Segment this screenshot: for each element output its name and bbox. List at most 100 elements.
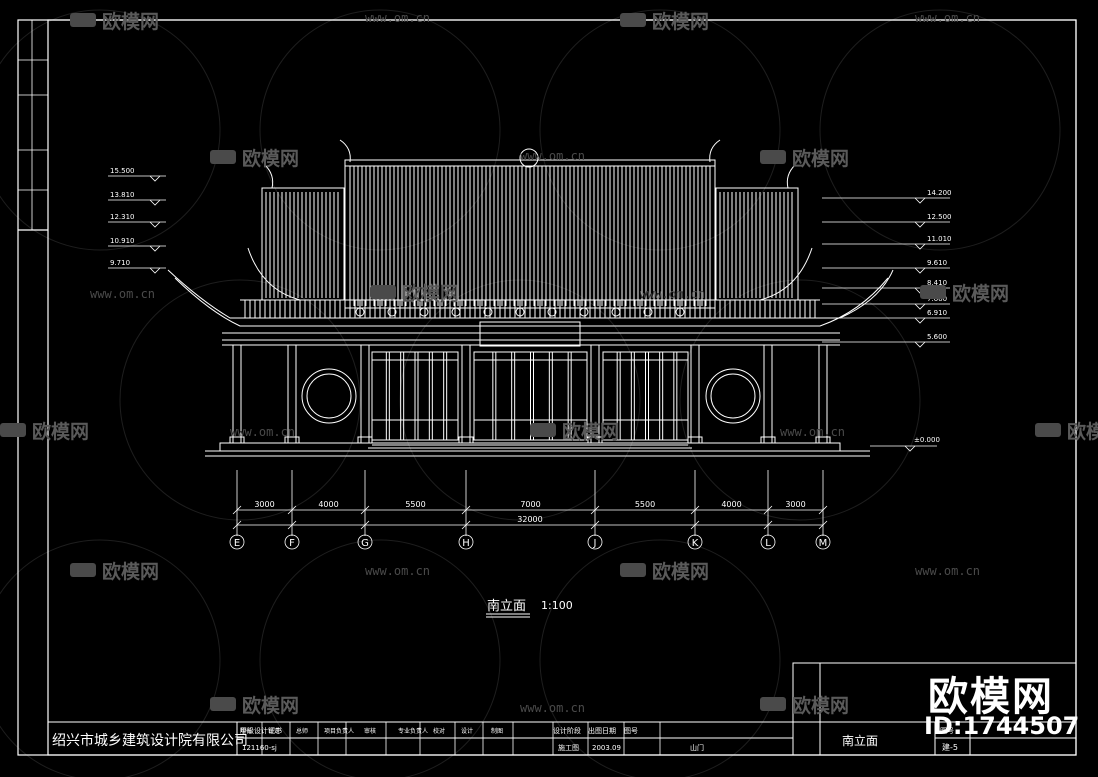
datum-label: ±0.000 [914,436,940,444]
ridge-beast [264,164,274,189]
unit-label: 图号 [624,727,638,735]
sheet-label: 图号 [940,727,954,735]
dim-tick [287,520,297,530]
watermark-id: ID:1744507 [924,712,1080,740]
cert-label: 甲级设计证书 [240,726,282,735]
overall-dimension: 32000 [517,515,542,524]
proj-value: 施工图 [558,743,579,752]
watermark-url: www.om.cn [915,11,980,25]
watermark-brand: 欧模网 [102,10,159,33]
watermark-brand: 欧模网 [402,282,459,305]
level-triangle [914,197,926,204]
title-block-header: 专业负责人 [398,727,428,735]
level-triangle [914,243,926,250]
axis-bubble [815,534,831,550]
right-elevation: 9.610 [927,259,947,267]
title-block-cells: 院长审定总师项目负责人审核专业负责人校对设计制图 [240,722,661,755]
watermark-arc [0,9,221,251]
ridge-beast [339,139,351,163]
column-base [458,436,474,444]
axis-bubble [357,534,373,550]
level-triangle [914,317,926,324]
dim-tick [232,505,242,515]
watermark-brand-icon [0,423,26,437]
watermark-brand-icon [370,285,396,299]
left-side-roof [261,187,345,301]
right-elevation: 12.500 [927,213,952,221]
date-value: 2003.09 [592,744,621,752]
watermark-brand: 欧模网 [102,560,159,583]
drawing-title: 南立面 [487,598,526,614]
bracket [643,307,653,317]
watermark-url: www.om.cn [90,287,155,301]
dim-tick [690,505,700,515]
platform [219,442,841,452]
watermark-brand: 欧模网 [792,147,849,170]
bay-dimension: 3000 [254,500,274,509]
axis-bubble [687,534,703,550]
watermark-arc [259,539,501,777]
level-triangle [914,267,926,274]
watermark-url: www.om.cn [520,149,585,163]
bracket [579,307,589,317]
bracket [675,307,685,317]
axis-label: J [593,538,597,549]
title-block-header: 制图 [491,727,503,735]
watermark-url: www.om.cn [365,11,430,25]
left-elevation: 13.810 [110,191,135,199]
watermark-brand-icon [70,563,96,577]
axis-bubble [284,534,300,550]
watermark-brand-icon [530,423,556,437]
eave-curve [759,247,813,301]
dim-tick [232,520,242,530]
watermark-brand: 欧模网 [242,147,299,170]
watermark-arc [539,9,781,251]
drawing-frame [17,19,1077,756]
axis-bubble [760,534,776,550]
watermark-brand: 欧模网 [32,420,89,443]
left-elevation: 10.910 [110,237,135,245]
dim-tick [287,505,297,515]
watermark-brand-icon [210,697,236,711]
title-block-header: 总师 [296,727,308,735]
dim-tick [818,505,828,515]
right-elevation: 8.410 [927,279,947,287]
bracket [419,307,429,317]
dim-tick [461,520,471,530]
column-base [229,436,245,444]
right-elevation: 11.010 [927,235,952,243]
dim-tick [763,505,773,515]
dim-tick [690,520,700,530]
dim-tick [461,505,471,515]
eave-curve [247,247,301,301]
title-block-header: 审核 [364,727,376,735]
bay-dimension: 4000 [721,500,741,509]
watermark-brand: 欧模网 [792,694,849,717]
ridge-pearl [519,148,539,168]
level-triangle [149,267,161,274]
level-triangle [914,303,926,310]
cert-no: 121160-sj [242,744,277,752]
level-triangle [149,199,161,206]
dim-tick [590,505,600,515]
sub-label: 山门 [690,743,704,752]
level-triangle [149,221,161,228]
watermark-brand: 欧模网 [652,10,709,33]
title-block-header: 项目负责人 [324,727,354,735]
watermark-brand: 欧模网 [952,282,1009,305]
sheet-value: 建-5 [942,742,958,752]
watermark-arc [679,279,921,521]
datum-triangle [904,445,916,452]
axis-label: H [462,538,470,549]
axis-label: G [361,538,369,549]
axis-label: M [819,538,828,549]
watermark-brand: 欧模网 [562,420,619,443]
round-window-inner [710,373,756,419]
watermark-url: www.om.cn [520,701,585,715]
watermark-brand-icon [620,13,646,27]
dim-tick [360,505,370,515]
watermark-brand-icon [920,285,946,299]
axis-label: F [289,538,295,549]
